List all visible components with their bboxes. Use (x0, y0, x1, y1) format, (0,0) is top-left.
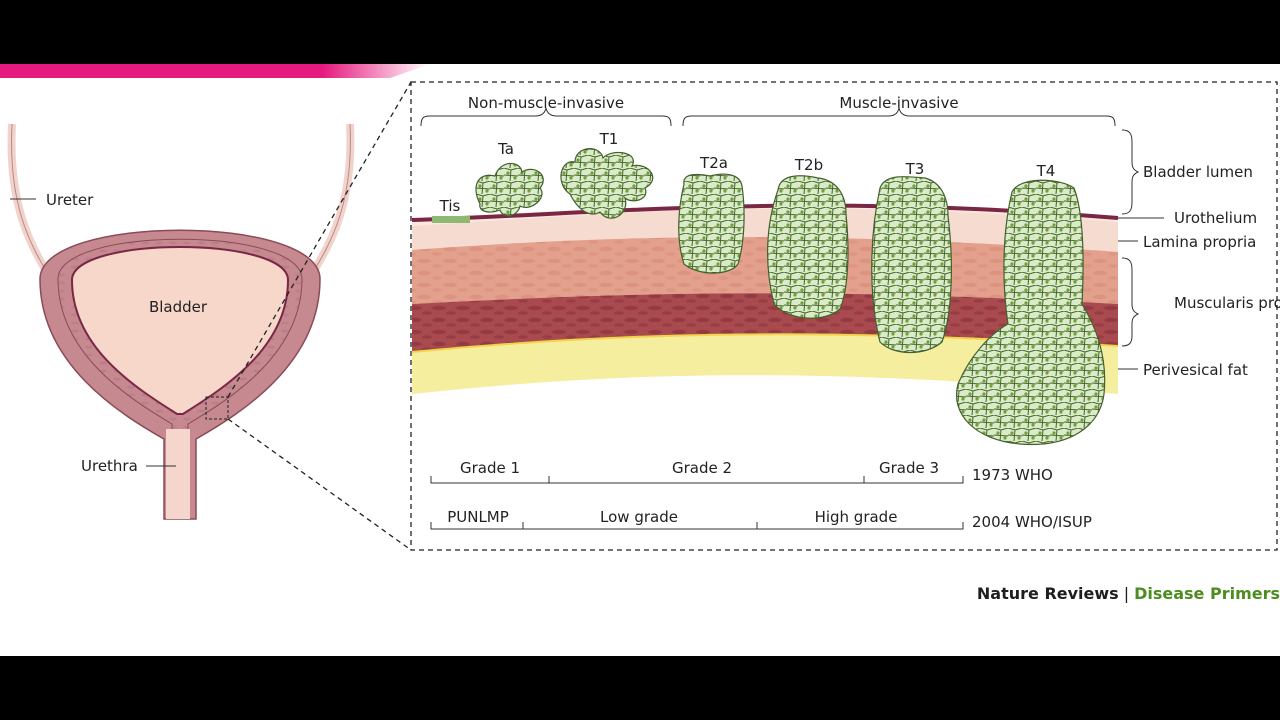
non-muscle-invasive-bracket (420, 107, 672, 127)
tumor-t3 (871, 175, 952, 353)
tumor-t2b (767, 175, 849, 319)
high-grade-label: High grade (815, 508, 898, 526)
tumor-ta (475, 162, 544, 217)
stage-label-t2a: T2a (699, 154, 728, 172)
stage-label-t2b: T2b (794, 156, 823, 174)
muscularis-bracket (1121, 257, 1140, 347)
zoom-connector-bottom (227, 418, 412, 551)
bladder-anatomy-illustration: Ureter Bladder Urethra (7, 123, 355, 520)
bladder-lumen (70, 246, 290, 415)
muscularis-propria-label: Muscularis propria (1174, 294, 1280, 312)
tis-lesion (432, 216, 470, 223)
perivesical-fat-layer (412, 334, 1118, 394)
punlmp-label: PUNLMP (447, 508, 509, 526)
grading-2004-bracket (430, 522, 964, 530)
credit-publisher: Nature Reviews (976, 584, 1119, 603)
urethra-label: Urethra (81, 457, 138, 475)
grading-1973-system-label: 1973 WHO (972, 466, 1053, 484)
stage-label-tis: Tis (439, 197, 461, 215)
ureter-label: Ureter (46, 191, 94, 209)
perivesical-fat-label: Perivesical fat (1143, 361, 1248, 379)
non-muscle-invasive-label: Non-muscle-invasive (468, 94, 624, 112)
zoom-connector-top (227, 81, 412, 398)
header-banner (0, 64, 430, 78)
grade-3-label: Grade 3 (879, 459, 939, 477)
diagram-canvas: Ureter Bladder Urethra Non-muscle-invasi… (0, 64, 1280, 551)
staging-inset-panel: Non-muscle-invasive Muscle-invasive Tis … (410, 81, 1280, 551)
urothelium-label: Urothelium (1174, 209, 1257, 227)
stage-label-ta: Ta (497, 140, 514, 158)
stage-label-t1: T1 (599, 130, 619, 148)
grade-1-label: Grade 1 (460, 459, 520, 477)
zoom-region-box (205, 396, 229, 420)
lamina-propria-label: Lamina propria (1143, 233, 1256, 251)
grading-2004-system-label: 2004 WHO/ISUP (972, 513, 1092, 531)
tumor-t4 (956, 179, 1106, 446)
muscle-invasive-label: Muscle-invasive (839, 94, 958, 112)
tumor-t1 (560, 148, 654, 219)
source-credit: Nature Reviews|Disease Primers (0, 584, 1280, 614)
muscle-invasive-bracket (682, 107, 1116, 127)
urethra-tube (166, 429, 190, 519)
grade-2-label: Grade 2 (672, 459, 732, 477)
credit-series: Disease Primers (1134, 584, 1280, 603)
bladder-lumen-label: Bladder lumen (1143, 163, 1253, 181)
stage-label-t4: T4 (1036, 162, 1056, 180)
credit-separator: | (1123, 584, 1130, 603)
grading-1973-bracket (430, 476, 964, 484)
bladder-label: Bladder (149, 298, 208, 316)
tumor-t2a (678, 173, 745, 274)
bladder-lumen-bracket (1121, 129, 1140, 215)
stage-label-t3: T3 (905, 160, 925, 178)
slide: Ureter Bladder Urethra Non-muscle-invasi… (0, 64, 1280, 656)
low-grade-label: Low grade (600, 508, 678, 526)
